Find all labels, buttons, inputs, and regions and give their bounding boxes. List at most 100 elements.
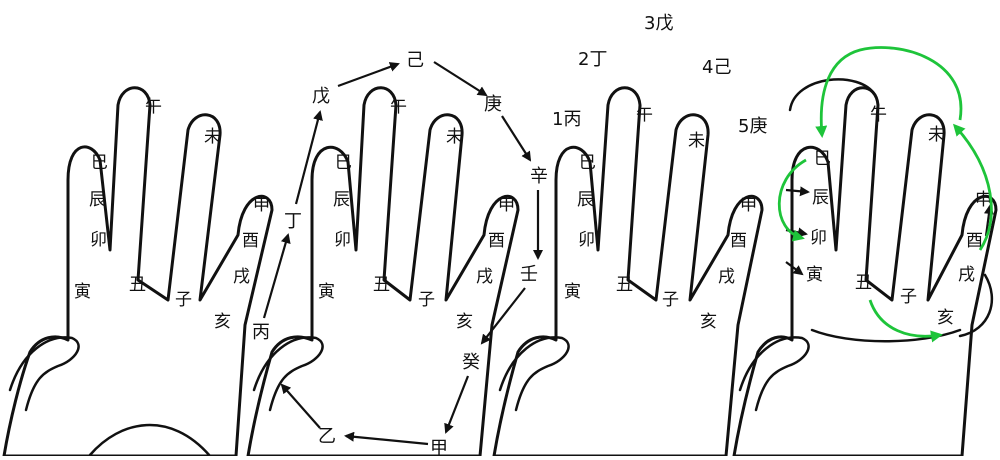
hand-4-branches: 巳 辰 卯 寅 丑 子 亥 戌 酉 申 未 午 bbox=[806, 105, 992, 328]
hand-2-outline bbox=[246, 86, 520, 458]
stem-bing: 丙 bbox=[252, 322, 270, 343]
h4-branch-you: 酉 bbox=[966, 231, 983, 251]
h2-branch-chen: 辰 bbox=[333, 190, 350, 210]
hand-3 bbox=[492, 86, 764, 458]
h1-branch-mao: 卯 bbox=[90, 230, 107, 250]
arrow-bing-ding bbox=[262, 233, 291, 319]
h1-branch-zi: 子 bbox=[175, 290, 192, 310]
hand-2 bbox=[246, 86, 520, 458]
h1-branch-wei: 未 bbox=[204, 127, 221, 147]
hand-4-green-arrows bbox=[777, 46, 993, 343]
h4-branch-yin: 寅 bbox=[806, 265, 823, 285]
arrow-yi-hand bbox=[280, 383, 321, 429]
stem-wu: 戊 bbox=[312, 86, 330, 107]
h2-branch-mao: 卯 bbox=[334, 230, 351, 250]
stem-ren: 壬 bbox=[520, 264, 538, 285]
arrow-ren-gui bbox=[480, 287, 526, 345]
h2-branch-you: 酉 bbox=[488, 231, 505, 251]
h3-branch-chou: 丑 bbox=[616, 275, 633, 295]
h4-branch-wei: 未 bbox=[928, 125, 945, 145]
h2-branch-chou: 丑 bbox=[373, 275, 390, 295]
h3-branch-xu: 戌 bbox=[718, 267, 735, 287]
h4-branch-wu: 午 bbox=[870, 105, 887, 125]
green-arrow-top-loop bbox=[815, 46, 963, 138]
h2-branch-yin: 寅 bbox=[318, 282, 335, 302]
arrow-wu-ji bbox=[337, 62, 400, 88]
stem-ji: 己 bbox=[406, 50, 424, 71]
h3-branch-si: 巳 bbox=[579, 153, 596, 173]
stem-jia: 甲 bbox=[430, 438, 448, 456]
numbered-stem-2: 2丁 bbox=[578, 49, 607, 70]
stem-yi: 乙 bbox=[318, 426, 336, 447]
h4-branch-zi: 子 bbox=[900, 287, 917, 307]
arrow-ding-wu bbox=[294, 110, 323, 205]
h4-arrow-to-shen bbox=[983, 204, 994, 237]
arrow-gui-jia bbox=[444, 375, 470, 434]
h4-branch-hai: 亥 bbox=[937, 308, 954, 328]
h1-branch-yin: 寅 bbox=[74, 282, 91, 302]
h2-branch-hai: 亥 bbox=[456, 312, 473, 332]
h4-arrow-to-yin bbox=[785, 261, 804, 276]
hand-1-thumb bbox=[8, 336, 80, 412]
hand-3-thumb bbox=[498, 336, 570, 412]
hand-1-branches: 巳 辰 卯 寅 丑 子 亥 戌 酉 申 未 午 bbox=[74, 97, 270, 332]
h2-branch-wei: 未 bbox=[446, 127, 463, 147]
h2-branch-zi: 子 bbox=[418, 290, 435, 310]
h4-branch-xu: 戌 bbox=[958, 265, 975, 285]
h4-branch-chou: 丑 bbox=[855, 273, 872, 293]
stem-geng: 庚 bbox=[484, 94, 502, 115]
stem-xin: 辛 bbox=[530, 166, 548, 187]
h3-branch-wu: 午 bbox=[636, 105, 653, 125]
h2-branch-wu: 午 bbox=[390, 97, 407, 117]
h2-branch-shen: 申 bbox=[498, 195, 515, 215]
arrow-geng-xin bbox=[501, 115, 532, 162]
arrow-jia-yi bbox=[344, 431, 429, 446]
h3-branch-yin: 寅 bbox=[564, 282, 581, 302]
hand-1 bbox=[2, 86, 274, 458]
h3-branch-mao: 卯 bbox=[578, 230, 595, 250]
h3-branch-chen: 辰 bbox=[577, 190, 594, 210]
stem-cycle: 甲 乙 丙 丁 戊 己 庚 辛 壬 癸 bbox=[252, 50, 548, 459]
arrow-ji-geng bbox=[433, 61, 488, 97]
h1-branch-si: 巳 bbox=[91, 153, 108, 173]
green-arrow-bottom bbox=[868, 299, 943, 343]
h3-branch-hai: 亥 bbox=[700, 312, 717, 332]
hand-2-thumb bbox=[252, 336, 324, 412]
h1-branch-wu: 午 bbox=[145, 97, 162, 117]
h4-arrow-to-chen bbox=[785, 186, 810, 197]
hand-4 bbox=[732, 78, 998, 458]
h3-branch-you: 酉 bbox=[730, 231, 747, 251]
hand-3-outline bbox=[492, 86, 764, 458]
stem-ding: 丁 bbox=[284, 211, 302, 232]
hand-1-crease bbox=[88, 423, 212, 458]
h1-branch-you: 酉 bbox=[242, 231, 259, 251]
h2-branch-xu: 戌 bbox=[476, 267, 493, 287]
hand-4-thumb bbox=[738, 336, 810, 412]
hand-3-branches: 巳 辰 卯 寅 丑 子 亥 戌 酉 申 未 午 bbox=[564, 105, 757, 332]
h4-branch-mao: 卯 bbox=[810, 228, 827, 248]
h1-branch-chen: 辰 bbox=[89, 190, 106, 210]
h3-branch-shen: 申 bbox=[740, 195, 757, 215]
h1-branch-chou: 丑 bbox=[129, 275, 146, 295]
h1-branch-shen: 申 bbox=[253, 195, 270, 215]
hand-4-outline bbox=[732, 86, 998, 458]
h2-branch-si: 巳 bbox=[335, 153, 352, 173]
numbered-stem-3: 3戊 bbox=[644, 13, 673, 34]
h4-branch-si: 巳 bbox=[814, 149, 831, 169]
h3-branch-zi: 子 bbox=[662, 290, 679, 310]
numbered-stem-4: 4己 bbox=[702, 57, 731, 78]
h1-branch-xu: 戌 bbox=[233, 267, 250, 287]
green-arrow-right bbox=[952, 123, 993, 251]
stem-gui: 癸 bbox=[462, 352, 480, 373]
hand-2-branches: 巳 辰 卯 寅 丑 子 亥 戌 酉 申 未 午 bbox=[318, 97, 515, 332]
h3-branch-wei: 未 bbox=[688, 131, 705, 151]
numbered-stems: 1丙 2丁 3戊 4己 5庚 bbox=[552, 13, 767, 137]
numbered-stem-1: 1丙 bbox=[552, 109, 581, 130]
h1-branch-hai: 亥 bbox=[214, 312, 231, 332]
h4-branch-chen: 辰 bbox=[812, 188, 829, 208]
numbered-stem-5: 5庚 bbox=[738, 116, 767, 137]
green-arrow-left-loop bbox=[777, 158, 807, 242]
hand-1-outline bbox=[2, 86, 274, 458]
